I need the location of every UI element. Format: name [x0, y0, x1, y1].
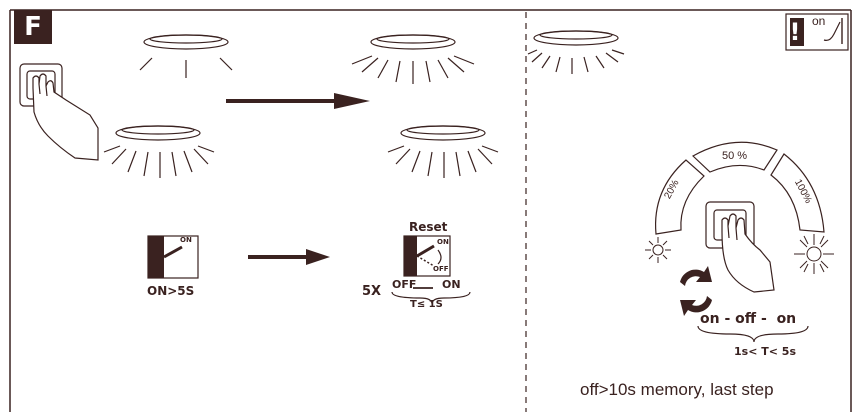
- exclamation-icon: !: [789, 18, 801, 46]
- cycle-on-1: on: [700, 311, 720, 327]
- cycle-dash-1: -: [724, 311, 731, 327]
- cycle-on-2: on: [776, 311, 797, 327]
- notice-box: [785, 13, 849, 51]
- cycle-off: off: [735, 311, 757, 327]
- cycle-timing-brace: [697, 325, 809, 343]
- reset-off-label: OFF: [433, 265, 449, 273]
- hold-condition-label: ON>5S: [147, 284, 195, 298]
- ceiling-lamp-lit-right-icon: [387, 125, 499, 178]
- dimmer-level-arcs: [654, 141, 825, 235]
- reset-on-label: ON: [437, 238, 449, 246]
- hand-press-switch-icon: [19, 63, 99, 161]
- cycle-arrows-icon: [680, 266, 712, 316]
- bright-light-burst-icon: [794, 234, 834, 274]
- memory-note: off>10s memory, last step: [580, 380, 774, 399]
- hand-dimmer-switch-icon: [705, 201, 775, 293]
- notice-on-label: on: [812, 14, 826, 28]
- transition-arrow-top: [226, 93, 370, 109]
- ceiling-lamp-lit-left-icon: [103, 125, 215, 178]
- cycle-timing-label: 1s< T< 5s: [734, 345, 796, 358]
- level-50-label: 50 %: [722, 150, 748, 162]
- cycle-dash-2: -: [761, 311, 767, 327]
- ceiling-lamp-dim-icon: [139, 34, 233, 78]
- reset-sequence-brace: [391, 291, 471, 305]
- reset-sequence-off: OFF: [392, 278, 417, 291]
- reset-sequence-on: ON: [442, 278, 461, 291]
- reset-title: Reset: [409, 220, 448, 234]
- switch-on-label: ON: [180, 236, 192, 244]
- transition-arrow-bottom: [248, 249, 330, 265]
- panel-letter-badge: F: [14, 10, 52, 44]
- ceiling-lamp-bright-icon: [351, 34, 475, 84]
- dimmer-arc-50: [691, 141, 778, 173]
- dimmer-arc-100: [770, 153, 825, 233]
- dimmer-arc-20: [654, 159, 705, 235]
- cycle-sequence: on - off - on: [700, 311, 796, 327]
- ceiling-lamp-right-panel-icon: [527, 30, 625, 74]
- reset-timing: T≤ 1S: [410, 299, 443, 310]
- dim-light-burst-icon: [645, 237, 671, 263]
- reset-repeat-count: 5X: [362, 284, 382, 299]
- reset-switch-icon: [403, 235, 451, 277]
- toggle-switch-on-icon: [147, 235, 199, 279]
